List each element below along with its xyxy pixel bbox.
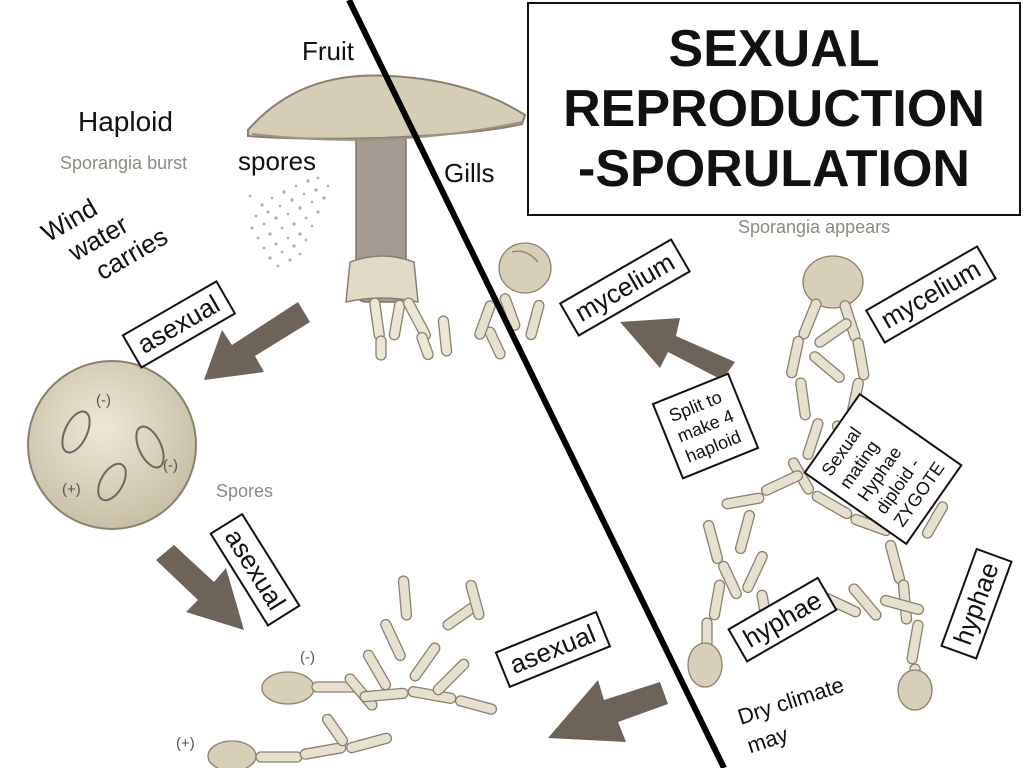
label-spores: spores	[238, 146, 317, 176]
arrow-to-hyphae	[156, 545, 244, 630]
process-arrows	[156, 302, 735, 742]
title-box: SEXUAL REPRODUCTION -SPORULATION	[527, 2, 1021, 216]
label-haploid: Haploid	[78, 106, 173, 137]
mushroom-skirt	[345, 255, 419, 303]
mating-type-minus-2: (-)	[163, 457, 178, 474]
caption-spores: Spores	[216, 481, 274, 501]
spore-sac	[27, 360, 197, 530]
caption-sporangia-burst: Sporangia burst	[60, 153, 188, 173]
mushroom-gills	[251, 121, 523, 141]
sporangium-hyphae-left	[474, 242, 552, 360]
title-line-3: -SPORULATION	[578, 140, 970, 198]
mushroom-hyphae	[369, 297, 453, 361]
spore-cloud	[248, 176, 330, 268]
title-line-1: SEXUAL	[668, 20, 880, 78]
germinating-hyphae-bottom	[207, 575, 498, 768]
caption-sporangia-appears: Sporangia appears	[738, 217, 891, 237]
arrow-to-spore-sac	[204, 302, 310, 380]
mating-type-plus-2: (+)	[176, 735, 195, 752]
divider-line	[346, 0, 727, 768]
arrow-to-mycelium-right	[548, 680, 668, 742]
mating-type-plus-1: (+)	[62, 481, 81, 498]
label-fruit: Fruit	[302, 36, 354, 66]
mushroom-illustration	[247, 74, 527, 361]
spore-sac-illustration	[27, 360, 197, 530]
title-line-2: REPRODUCTION	[563, 80, 985, 138]
label-gills: Gills	[444, 158, 495, 188]
mating-type-minus-3: (-)	[300, 649, 315, 666]
mating-type-minus-1: (-)	[96, 392, 111, 409]
arrow-to-mycelium-left	[620, 318, 735, 380]
